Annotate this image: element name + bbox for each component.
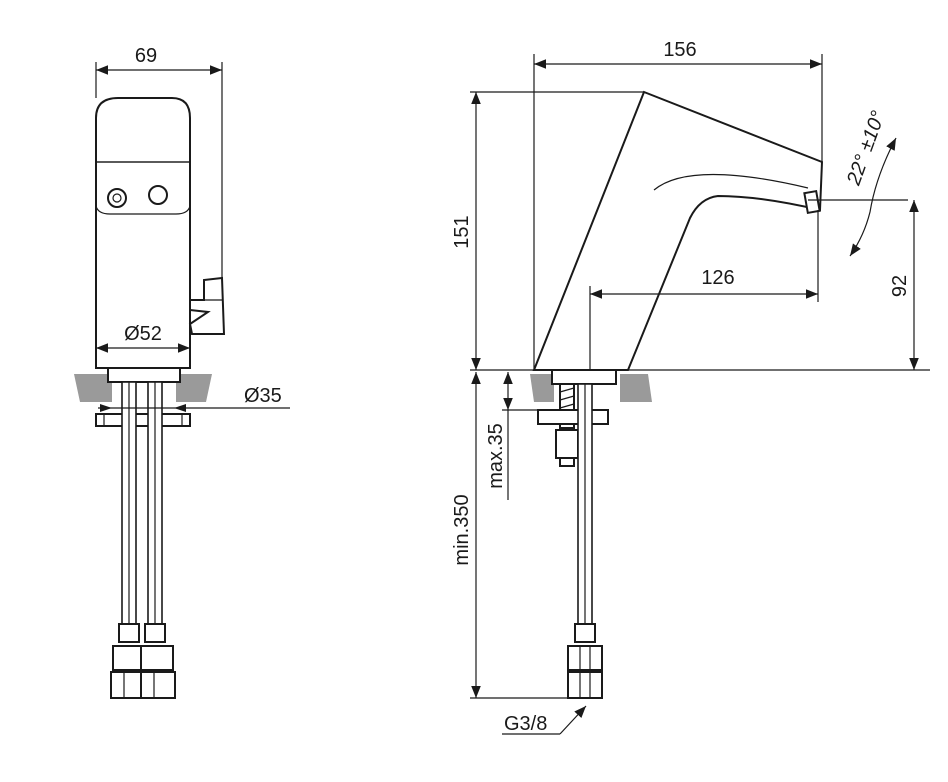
dim-max-thickness-label: max.35 <box>485 423 507 489</box>
side-nut-lower <box>567 671 603 699</box>
side-view: 156 151 126 92 22° ±10° min.350 max.35 G… <box>451 39 930 735</box>
front-nut-right-upper <box>140 645 174 671</box>
dim-width-label: 69 <box>135 45 157 67</box>
side-countertop-right <box>620 374 652 402</box>
side-nut-upper <box>567 645 603 671</box>
thread-hatch <box>559 387 575 425</box>
dim-outlet-height-label: 92 <box>889 275 911 297</box>
dim-base-diameter-label: Ø52 <box>124 323 162 345</box>
dim-height-label: 151 <box>451 215 473 248</box>
front-crimp-right <box>144 623 166 643</box>
front-countertop-right <box>176 374 212 402</box>
angle-label: 22° ±10° <box>843 108 890 189</box>
side-fixing-plate <box>537 409 609 425</box>
dim-min-length-label: min.350 <box>451 494 473 565</box>
sensor-led-inner-icon <box>112 193 122 203</box>
dim-35-arrow-left <box>100 404 112 412</box>
front-nut-right-lower <box>140 671 176 699</box>
front-countertop-left <box>74 374 112 402</box>
fixing-nut <box>555 429 579 459</box>
front-crimp-left <box>118 623 140 643</box>
spout-aerator <box>803 189 821 215</box>
angle-arc <box>849 137 897 257</box>
side-crimp <box>574 623 596 643</box>
dim-reach-label: 126 <box>701 267 734 289</box>
faucet-front-body <box>95 97 191 369</box>
sensor-eye-icon <box>148 185 168 205</box>
spout-flow-curve <box>653 173 809 191</box>
dim-35-arrow-right <box>174 404 186 412</box>
front-view: 69 Ø52 Ø35 <box>74 45 290 699</box>
sensor-led-icon <box>107 188 127 208</box>
side-base-ring <box>551 369 617 385</box>
front-base-ring <box>107 367 181 383</box>
front-fixing-plate <box>95 413 191 427</box>
dim-hole-diameter-label: Ø35 <box>244 385 282 407</box>
dim-length-label: 156 <box>663 39 696 61</box>
temperature-lever <box>188 276 226 335</box>
fixing-nut-tip <box>559 457 575 467</box>
thread-leader <box>559 705 587 735</box>
front-nut-left-lower <box>110 671 146 699</box>
side-countertop-left <box>530 374 554 402</box>
sensor-window <box>95 161 191 215</box>
thread-label: G3/8 <box>504 713 547 735</box>
faucet-side-body <box>532 90 824 371</box>
